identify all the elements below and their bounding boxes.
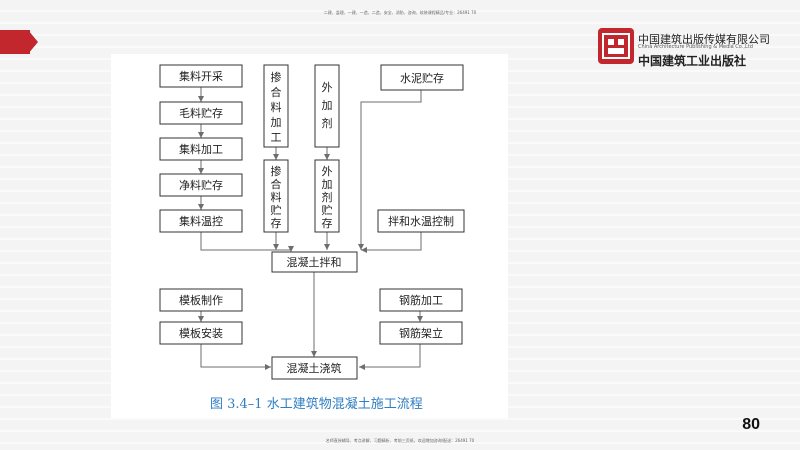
svg-text:外: 外 (322, 81, 333, 94)
node-formwork-installation: 模板安装 (159, 321, 243, 345)
publisher-logo-icon (598, 28, 634, 64)
node-rebar-processing: 钢筋加工 (379, 288, 463, 312)
svg-text:混凝土拌和: 混凝土拌和 (287, 255, 342, 269)
svg-text:净料贮存: 净料贮存 (179, 178, 223, 192)
svg-text:模板安装: 模板安装 (179, 326, 223, 340)
flowchart: 集料开采 毛料贮存 集料加工 净料贮存 集料温控 掺 合 料 加 工 (159, 64, 465, 380)
svg-text:料: 料 (271, 190, 282, 204)
svg-text:拌和水温控制: 拌和水温控制 (388, 214, 454, 228)
top-note: 二建、监理、一建、一造、二造、安全、消防、咨询、软装课程精品/专业：26491 … (323, 10, 477, 15)
bottom-note: 名师直授辅导、考点讲解、习题精析、考前三页纸，欢迎增加咨询/配送：26491 7… (325, 438, 475, 443)
svg-text:贮: 贮 (271, 204, 282, 217)
publisher-logo: 中国建筑出版传媒有限公司 China Architecture Publishi… (598, 28, 796, 68)
svg-text:模板制作: 模板制作 (179, 293, 223, 307)
publisher-name-cn: 中国建筑出版传媒有限公司 (638, 33, 770, 46)
node-aggregate-temp-control: 集料温控 (159, 209, 243, 233)
node-raw-aggregate-storage: 毛料贮存 (159, 101, 243, 125)
svg-text:毛料贮存: 毛料贮存 (179, 106, 223, 120)
svg-text:钢筋加工: 钢筋加工 (399, 293, 443, 307)
red-corner-tab (0, 30, 38, 54)
node-formwork-making: 模板制作 (159, 288, 243, 312)
svg-text:合: 合 (271, 177, 282, 191)
svg-text:加: 加 (322, 178, 333, 191)
node-additive-storage: 外 加 剂 贮 存 (314, 159, 340, 233)
connectors (198, 87, 423, 370)
svg-text:掺: 掺 (271, 164, 282, 178)
node-rebar-erection: 钢筋架立 (379, 321, 463, 345)
publisher-name-cn-2: 中国建筑工业出版社 (638, 54, 747, 68)
diagram-panel: 集料开采 毛料贮存 集料加工 净料贮存 集料温控 掺 合 料 加 工 (111, 54, 508, 418)
svg-text:加: 加 (322, 99, 333, 112)
svg-text:剂: 剂 (322, 116, 333, 130)
page-number: 80 (742, 416, 760, 433)
svg-text:加: 加 (271, 116, 282, 129)
svg-text:集料开采: 集料开采 (179, 69, 223, 83)
svg-text:存: 存 (322, 216, 333, 230)
node-aggregate-processing: 集料加工 (159, 137, 243, 161)
svg-text:剂: 剂 (322, 190, 333, 204)
node-additive: 外 加 剂 (314, 64, 340, 148)
node-clean-aggregate-storage: 净料贮存 (159, 173, 243, 197)
svg-text:工: 工 (271, 131, 282, 144)
svg-text:混凝土浇筑: 混凝土浇筑 (287, 361, 342, 375)
svg-text:外: 外 (322, 165, 333, 178)
svg-text:贮: 贮 (322, 204, 333, 217)
svg-text:集料加工: 集料加工 (179, 142, 223, 156)
node-admixture-storage: 掺 合 料 贮 存 (263, 159, 289, 233)
svg-text:料: 料 (271, 100, 282, 114)
svg-text:集料温控: 集料温控 (179, 214, 223, 228)
svg-text:合: 合 (271, 85, 282, 99)
svg-text:掺: 掺 (271, 70, 282, 84)
node-mixing-water-temp-control: 拌和水温控制 (377, 209, 465, 233)
node-concrete-pouring: 混凝土浇筑 (271, 356, 358, 380)
node-aggregate-mining: 集料开采 (159, 64, 243, 88)
node-admixture-processing: 掺 合 料 加 工 (263, 64, 289, 148)
svg-text:钢筋架立: 钢筋架立 (399, 326, 443, 340)
figure-caption: 图 3.4–1 水工建筑物混凝土施工流程 (210, 397, 423, 412)
node-concrete-mixing: 混凝土拌和 (271, 251, 358, 273)
publisher-name-en: China Architecture Publishing & Media Co… (638, 44, 753, 50)
node-cement-storage: 水泥贮存 (380, 64, 464, 91)
svg-text:水泥贮存: 水泥贮存 (400, 71, 444, 85)
svg-text:存: 存 (271, 216, 282, 230)
